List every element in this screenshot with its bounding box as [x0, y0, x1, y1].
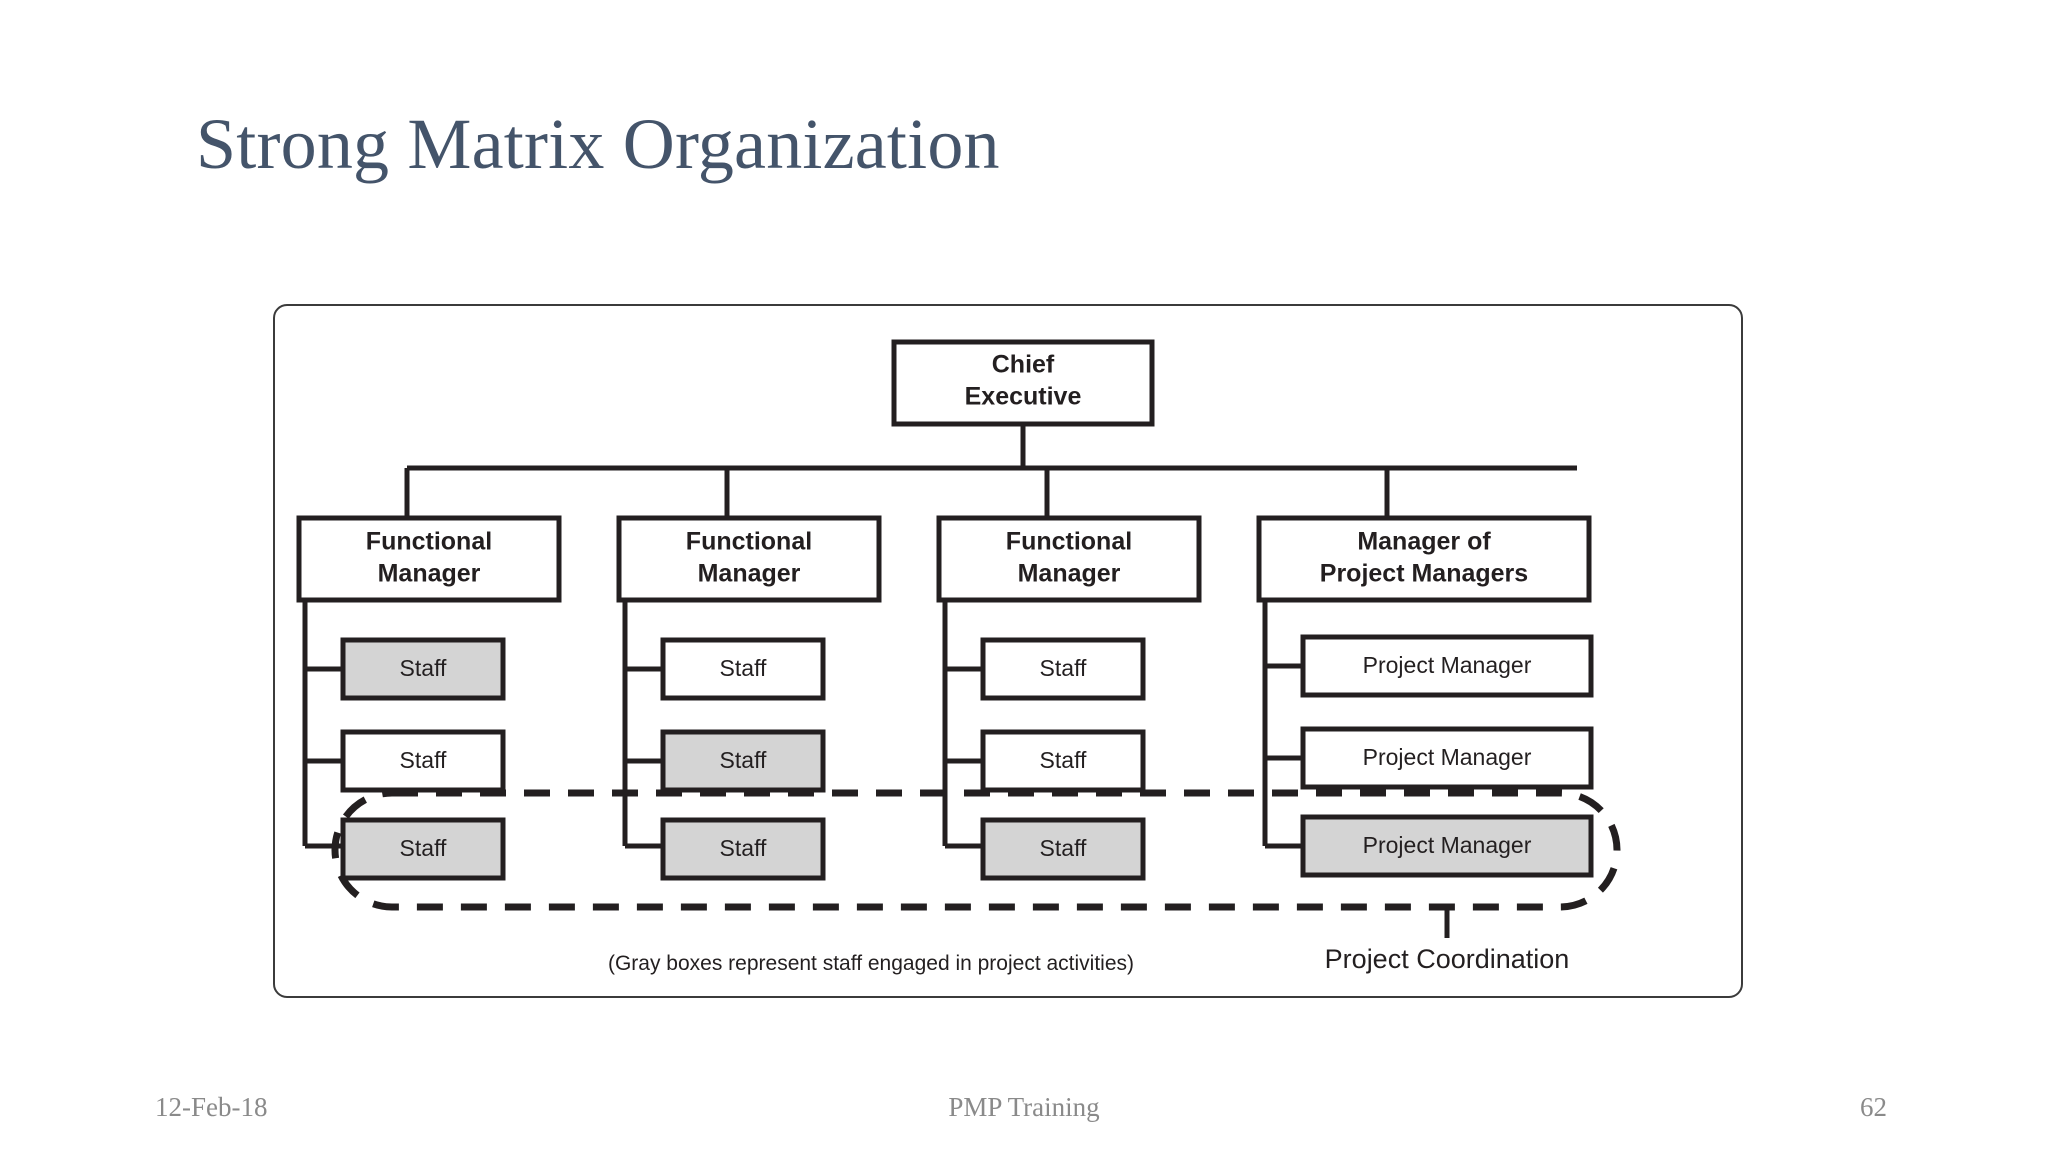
node-functional-manager-2[interactable]: Functional Manager [616, 515, 882, 603]
node-manager-of-project-managers[interactable]: Manager of Project Managers [1256, 515, 1592, 603]
leaf-node-col1-row2[interactable]: Staff [340, 729, 506, 793]
leaf-box-col2-row1 [660, 637, 826, 701]
leaf-node-col3-row1[interactable]: Staff [980, 637, 1146, 701]
leaf-box-col2-row3 [660, 817, 826, 881]
leaf-label-col4-row2: Project Manager [1363, 744, 1532, 770]
leaf-node-col1-row1[interactable]: Staff [340, 637, 506, 701]
leaf-box-col3-row3 [980, 817, 1146, 881]
leaf-label-col2-row3: Staff [720, 835, 767, 861]
footer-page-number: 62 [1860, 1092, 1887, 1122]
leaf-label-col1-row3: Staff [400, 835, 447, 861]
leaf-label-col3-row3: Staff [1040, 835, 1087, 861]
functional-manager-2-box [616, 515, 882, 603]
leaf-label-col2-row1: Staff [720, 655, 767, 681]
org-chart-frame: Chief Executive Functional Manager Funct… [273, 304, 1743, 998]
leaf-box-col4-row3 [1300, 814, 1594, 878]
leaf-node-col4-row1[interactable]: Project Manager [1300, 634, 1594, 698]
leaf-box-col1-row2 [340, 729, 506, 793]
leaf-box-col4-row1 [1300, 634, 1594, 698]
node-functional-manager-3[interactable]: Functional Manager [936, 515, 1202, 603]
functional-manager-2-label-line1: Functional [686, 528, 812, 556]
leaf-box-col2-row2 [660, 729, 826, 793]
leaf-label-col2-row2: Staff [720, 747, 767, 773]
node-functional-manager-1[interactable]: Functional Manager [296, 515, 562, 603]
footer-title: PMP Training [948, 1092, 1100, 1122]
project-coordination-label: Project Coordination [1325, 944, 1570, 974]
functional-manager-1-label-line1: Functional [366, 528, 492, 556]
leaf-label-col3-row2: Staff [1040, 747, 1087, 773]
functional-manager-2-label-line2: Manager [698, 560, 801, 588]
leaf-node-col1-row3[interactable]: Staff [340, 817, 506, 881]
manager-of-project-managers-box [1256, 515, 1592, 603]
footer-date: 12-Feb-18 [155, 1092, 268, 1122]
leaf-box-col3-row1 [980, 637, 1146, 701]
leaf-node-col4-row3[interactable]: Project Manager [1300, 814, 1594, 878]
leaf-box-col1-row1 [340, 637, 506, 701]
org-chart-svg: Chief Executive Functional Manager Funct… [296, 339, 1621, 975]
project-coordination-oval [331, 789, 1621, 911]
functional-manager-1-box [296, 515, 562, 603]
leaf-label-col4-row1: Project Manager [1363, 652, 1532, 678]
leaf-label-col4-row3: Project Manager [1363, 832, 1532, 858]
manager-of-project-managers-label-line1: Manager of [1357, 528, 1491, 556]
leaf-box-col3-row2 [980, 729, 1146, 793]
leaf-node-col2-row3[interactable]: Staff [660, 817, 826, 881]
functional-manager-3-label-line1: Functional [1006, 528, 1132, 556]
chief-executive-label-line2: Executive [965, 383, 1082, 411]
leaf-label-col1-row1: Staff [400, 655, 447, 681]
functional-manager-1-label-line2: Manager [378, 560, 481, 588]
leaf-node-col3-row3[interactable]: Staff [980, 817, 1146, 881]
leaf-label-col1-row2: Staff [400, 747, 447, 773]
leaf-node-col3-row2[interactable]: Staff [980, 729, 1146, 793]
leaf-node-col4-row2[interactable]: Project Manager [1300, 726, 1594, 790]
chief-executive-label-line1: Chief [992, 351, 1055, 379]
leaf-label-col3-row1: Staff [1040, 655, 1087, 681]
functional-manager-3-label-line2: Manager [1018, 560, 1121, 588]
page-title: Strong Matrix Organization [196, 104, 1000, 184]
leaf-node-col2-row2[interactable]: Staff [660, 729, 826, 793]
leaf-node-col2-row1[interactable]: Staff [660, 637, 826, 701]
functional-manager-3-box [936, 515, 1202, 603]
leaf-box-col4-row2 [1300, 726, 1594, 790]
manager-of-project-managers-label-line2: Project Managers [1320, 560, 1528, 588]
leaf-box-col1-row3 [340, 817, 506, 881]
node-chief-executive[interactable]: Chief Executive [891, 339, 1155, 427]
gray-box-caption: (Gray boxes represent staff engaged in p… [608, 952, 1134, 975]
